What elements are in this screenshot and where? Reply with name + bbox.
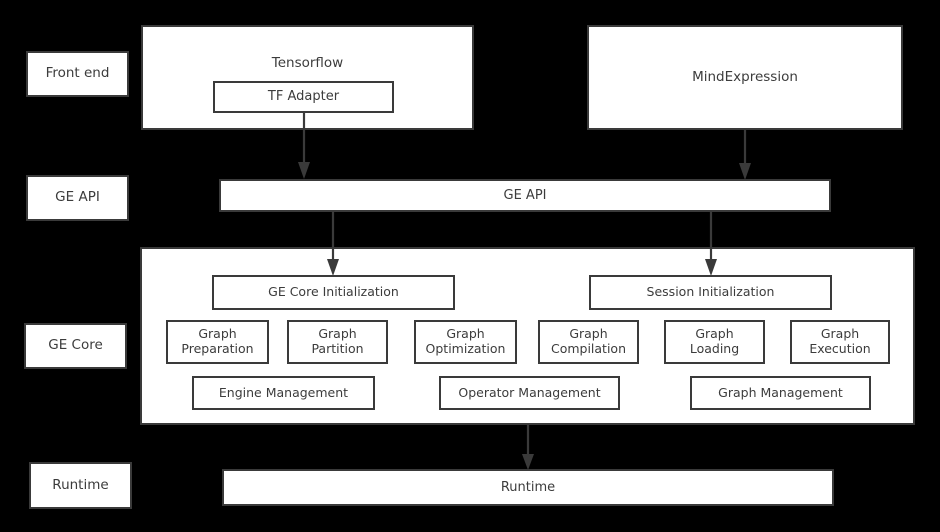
layer-label-ge-core: GE Core <box>24 323 127 369</box>
module-graph-execution[interactable]: Graph Execution <box>790 320 890 364</box>
layer-label-front-end: Front end <box>26 51 129 97</box>
management-operator[interactable]: Operator Management <box>439 376 620 410</box>
runtime-bar-label: Runtime <box>500 479 556 495</box>
arrow-ge-core-to-runtime <box>520 424 536 471</box>
session-initialization-box[interactable]: Session Initialization <box>589 275 832 310</box>
ge-api-bar[interactable]: GE API <box>219 179 831 212</box>
layer-label-runtime: Runtime <box>29 462 132 509</box>
session-initialization-label: Session Initialization <box>646 284 775 300</box>
module-graph-execution-label: Graph Execution <box>809 326 871 356</box>
module-graph-loading[interactable]: Graph Loading <box>664 320 765 364</box>
module-graph-partition[interactable]: Graph Partition <box>287 320 388 364</box>
management-graph-label: Graph Management <box>718 384 843 400</box>
management-engine-label: Engine Management <box>218 384 349 400</box>
tf-adapter-label: TF Adapter <box>267 89 340 105</box>
frontend-group-mindexpression: MindExpression <box>587 25 903 130</box>
module-graph-preparation[interactable]: Graph Preparation <box>166 320 269 364</box>
tensorflow-title: Tensorflow <box>271 55 344 71</box>
arrow-tf-adapter-to-ge-api <box>296 112 312 180</box>
layer-label-ge-api: GE API <box>26 175 129 221</box>
layer-label-ge-api-text: GE API <box>55 189 100 206</box>
mindexpression-title: MindExpression <box>692 68 798 85</box>
layer-label-front-end-text: Front end <box>45 65 110 82</box>
tf-adapter-box[interactable]: TF Adapter <box>213 81 394 113</box>
arrow-ge-api-to-ge-core-initialization <box>325 211 341 277</box>
module-graph-preparation-label: Graph Preparation <box>181 326 254 356</box>
module-graph-compilation-label: Graph Compilation <box>550 326 627 356</box>
ge-api-bar-label: GE API <box>503 187 547 203</box>
module-graph-loading-label: Graph Loading <box>689 326 740 356</box>
arrow-ge-api-to-session-initialization <box>703 211 719 277</box>
layer-label-ge-core-text: GE Core <box>48 337 103 354</box>
ge-core-initialization-box[interactable]: GE Core Initialization <box>212 275 455 310</box>
arrow-mindexpression-to-ge-api <box>737 129 753 181</box>
runtime-bar[interactable]: Runtime <box>222 469 834 506</box>
module-graph-optimization-label: Graph Optimization <box>425 326 506 356</box>
ge-core-initialization-label: GE Core Initialization <box>268 284 399 300</box>
module-graph-optimization[interactable]: Graph Optimization <box>414 320 517 364</box>
management-engine[interactable]: Engine Management <box>192 376 375 410</box>
module-graph-partition-label: Graph Partition <box>311 326 364 356</box>
management-operator-label: Operator Management <box>458 384 601 400</box>
module-graph-compilation[interactable]: Graph Compilation <box>538 320 639 364</box>
management-graph[interactable]: Graph Management <box>690 376 871 410</box>
layer-label-runtime-text: Runtime <box>52 476 109 493</box>
